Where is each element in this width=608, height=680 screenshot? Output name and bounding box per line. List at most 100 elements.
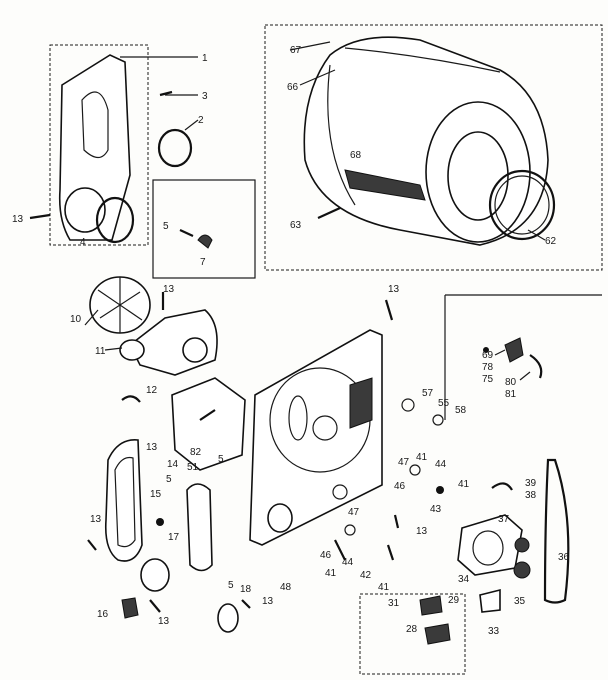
bracket-82 <box>171 377 246 471</box>
drum-baffle <box>344 169 426 201</box>
callout: 75 <box>482 374 494 385</box>
center-hardware <box>334 398 444 561</box>
callout: 13 <box>158 616 170 627</box>
callout: 13 <box>90 514 102 525</box>
callout: 44 <box>342 557 354 568</box>
motor-pulley <box>514 537 530 553</box>
bracket-33 <box>479 588 501 613</box>
motor-end <box>472 530 504 566</box>
callout: 39 <box>525 478 537 489</box>
duct-seal-14 <box>104 439 143 562</box>
callout: 5 <box>166 474 172 485</box>
roller-17 <box>140 558 170 592</box>
callout: 69 <box>482 350 494 361</box>
rear-bulkhead <box>249 299 394 546</box>
drum-rear-hub <box>447 131 509 221</box>
inset-box-5-7 <box>152 179 256 279</box>
callout: 29 <box>448 595 460 606</box>
screw-15 <box>156 518 164 526</box>
motor-assembly <box>457 458 570 613</box>
callout: 68 <box>350 150 362 161</box>
callout: 38 <box>525 490 537 501</box>
callout: 34 <box>458 574 470 585</box>
drum-assembly <box>264 24 603 271</box>
washer-57 <box>401 398 415 412</box>
bearing <box>332 484 348 500</box>
clip-12 <box>121 395 141 403</box>
screw-13e <box>149 599 161 613</box>
callout: 41 <box>458 479 470 490</box>
callout: 7 <box>200 257 206 268</box>
callout: 66 <box>287 82 299 93</box>
callout: 10 <box>70 314 82 325</box>
callout: 5 <box>163 221 169 232</box>
front-seal <box>95 196 135 244</box>
screw-13a <box>29 213 51 220</box>
callout: 47 <box>398 457 410 468</box>
duct-seal-inner <box>114 456 136 548</box>
wire-clip <box>529 354 543 379</box>
callout: 63 <box>290 220 302 231</box>
callout: 57 <box>422 388 434 399</box>
bulkhead-panel <box>249 329 383 546</box>
callout: 14 <box>167 459 179 470</box>
mounting-bracket <box>171 377 246 471</box>
callout: 4 <box>80 237 86 248</box>
blower-hub <box>182 337 208 363</box>
washer-41 <box>409 464 421 476</box>
callout: 41 <box>378 582 390 593</box>
idler-35 <box>513 561 531 579</box>
callout: 48 <box>280 582 292 593</box>
callout: 47 <box>348 507 360 518</box>
callout: 17 <box>168 532 180 543</box>
callout: 1 <box>202 53 208 64</box>
lower-left-parts <box>87 395 251 633</box>
callout: 28 <box>406 624 418 635</box>
drum-group-box <box>264 24 603 271</box>
blower-assembly <box>89 276 218 376</box>
callout: 46 <box>394 481 406 492</box>
callout: 13 <box>146 442 158 453</box>
clip-3 <box>159 90 173 97</box>
callout: 36 <box>558 552 570 563</box>
blower-inlet <box>119 339 145 361</box>
callout: 62 <box>545 236 557 247</box>
leader-lines <box>84 41 546 381</box>
part-7 <box>197 234 213 249</box>
callout: 80 <box>505 377 517 388</box>
callout: 37 <box>498 514 510 525</box>
callout: 81 <box>505 389 517 400</box>
drive-belt <box>543 458 570 604</box>
callout: 5 <box>218 454 224 465</box>
front-panel-opening <box>64 187 106 233</box>
screw-5 <box>179 229 194 237</box>
callout: 42 <box>360 570 372 581</box>
switch-box <box>359 593 466 675</box>
callout: 31 <box>388 598 400 609</box>
callout: 35 <box>514 596 526 607</box>
screw-13c <box>384 299 394 321</box>
duct-51 <box>186 483 213 572</box>
callout: 12 <box>146 385 158 396</box>
callout: 18 <box>240 584 252 595</box>
front-panel-slot <box>81 91 109 159</box>
bolt-41 <box>386 544 395 561</box>
callout: 13 <box>12 214 24 225</box>
callout: 16 <box>97 609 109 620</box>
callout: 78 <box>482 362 494 373</box>
callout: 11 <box>95 346 106 357</box>
plug-48 <box>267 503 293 533</box>
front-panel-group <box>29 44 193 246</box>
bulkhead-center <box>312 415 338 441</box>
callout: 55 <box>438 398 450 409</box>
drum-seam <box>327 64 356 206</box>
inset-box <box>152 179 256 279</box>
baffle-screw <box>317 206 341 220</box>
switch-29 <box>419 595 443 616</box>
switch-28 <box>424 623 451 645</box>
callout: 5 <box>228 580 234 591</box>
nut-44 <box>436 486 444 494</box>
callout: 15 <box>150 489 162 500</box>
callout: 41 <box>325 568 337 579</box>
